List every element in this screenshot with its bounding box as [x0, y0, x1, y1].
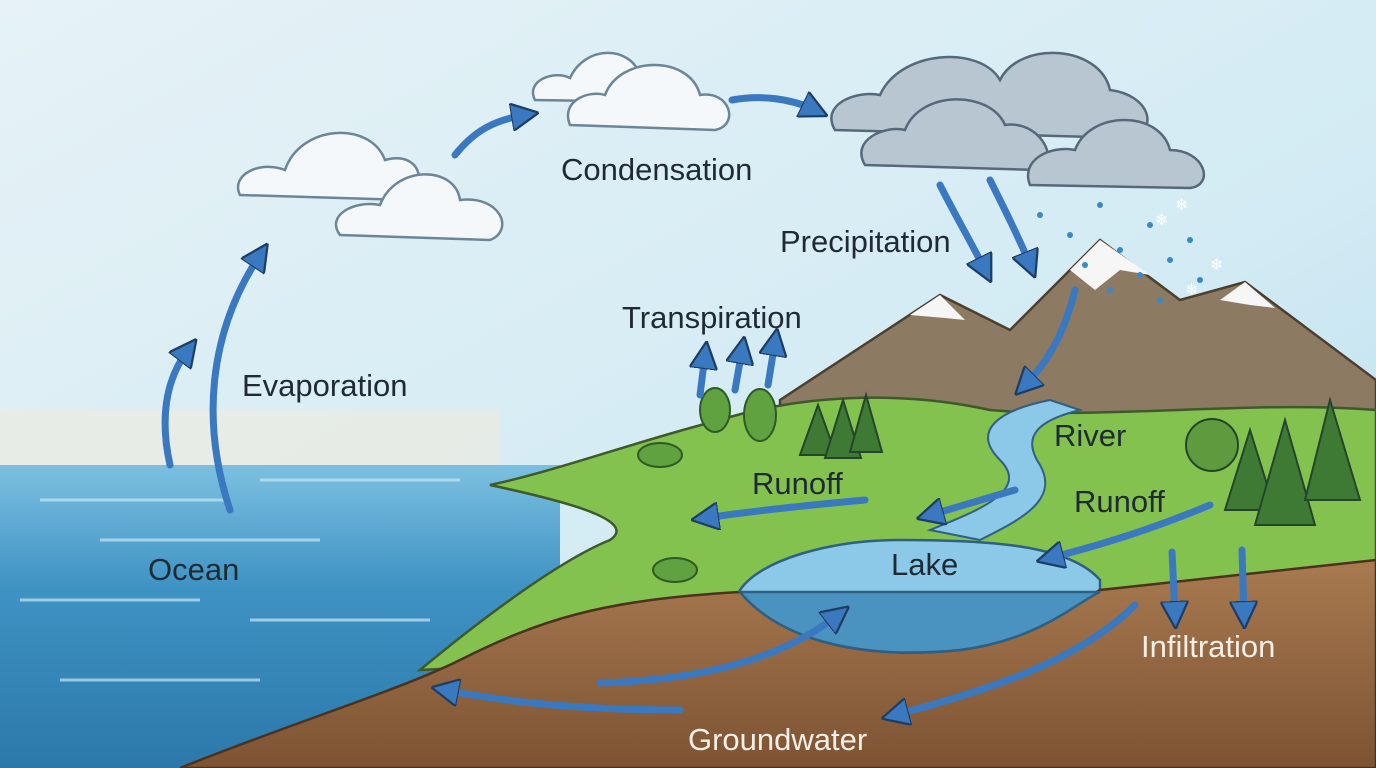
label-infiltration: Infiltration [1141, 629, 1275, 664]
label-groundwater: Groundwater [688, 722, 867, 757]
condensation-clouds [531, 51, 731, 132]
label-ocean: Ocean [148, 552, 239, 587]
label-lake: Lake [891, 547, 958, 582]
precipitation-clouds [830, 51, 1206, 190]
label-runoff-left: Runoff [752, 466, 843, 501]
label-precipitation: Precipitation [780, 224, 951, 259]
label-evaporation: Evaporation [242, 368, 407, 403]
label-river: River [1054, 418, 1126, 453]
snowflake-icons: ❄ ❄ ❄ ❄ [1155, 195, 1223, 299]
rain-drops [1037, 202, 1203, 303]
trees [798, 391, 1362, 526]
svg-text:❄: ❄ [1185, 280, 1198, 299]
label-runoff-right: Runoff [1074, 484, 1165, 519]
horizon-glow [0, 410, 500, 470]
plants [637, 387, 777, 583]
ocean-waves [20, 478, 460, 682]
svg-text:❄: ❄ [1155, 210, 1168, 229]
svg-text:❄: ❄ [1175, 195, 1188, 214]
label-transpiration: Transpiration [622, 300, 802, 335]
svg-text:❄: ❄ [1210, 255, 1223, 274]
lake [738, 538, 1102, 602]
label-condensation: Condensation [561, 152, 752, 187]
cycle-arrows [161, 98, 1244, 715]
evaporation-clouds [236, 131, 504, 242]
